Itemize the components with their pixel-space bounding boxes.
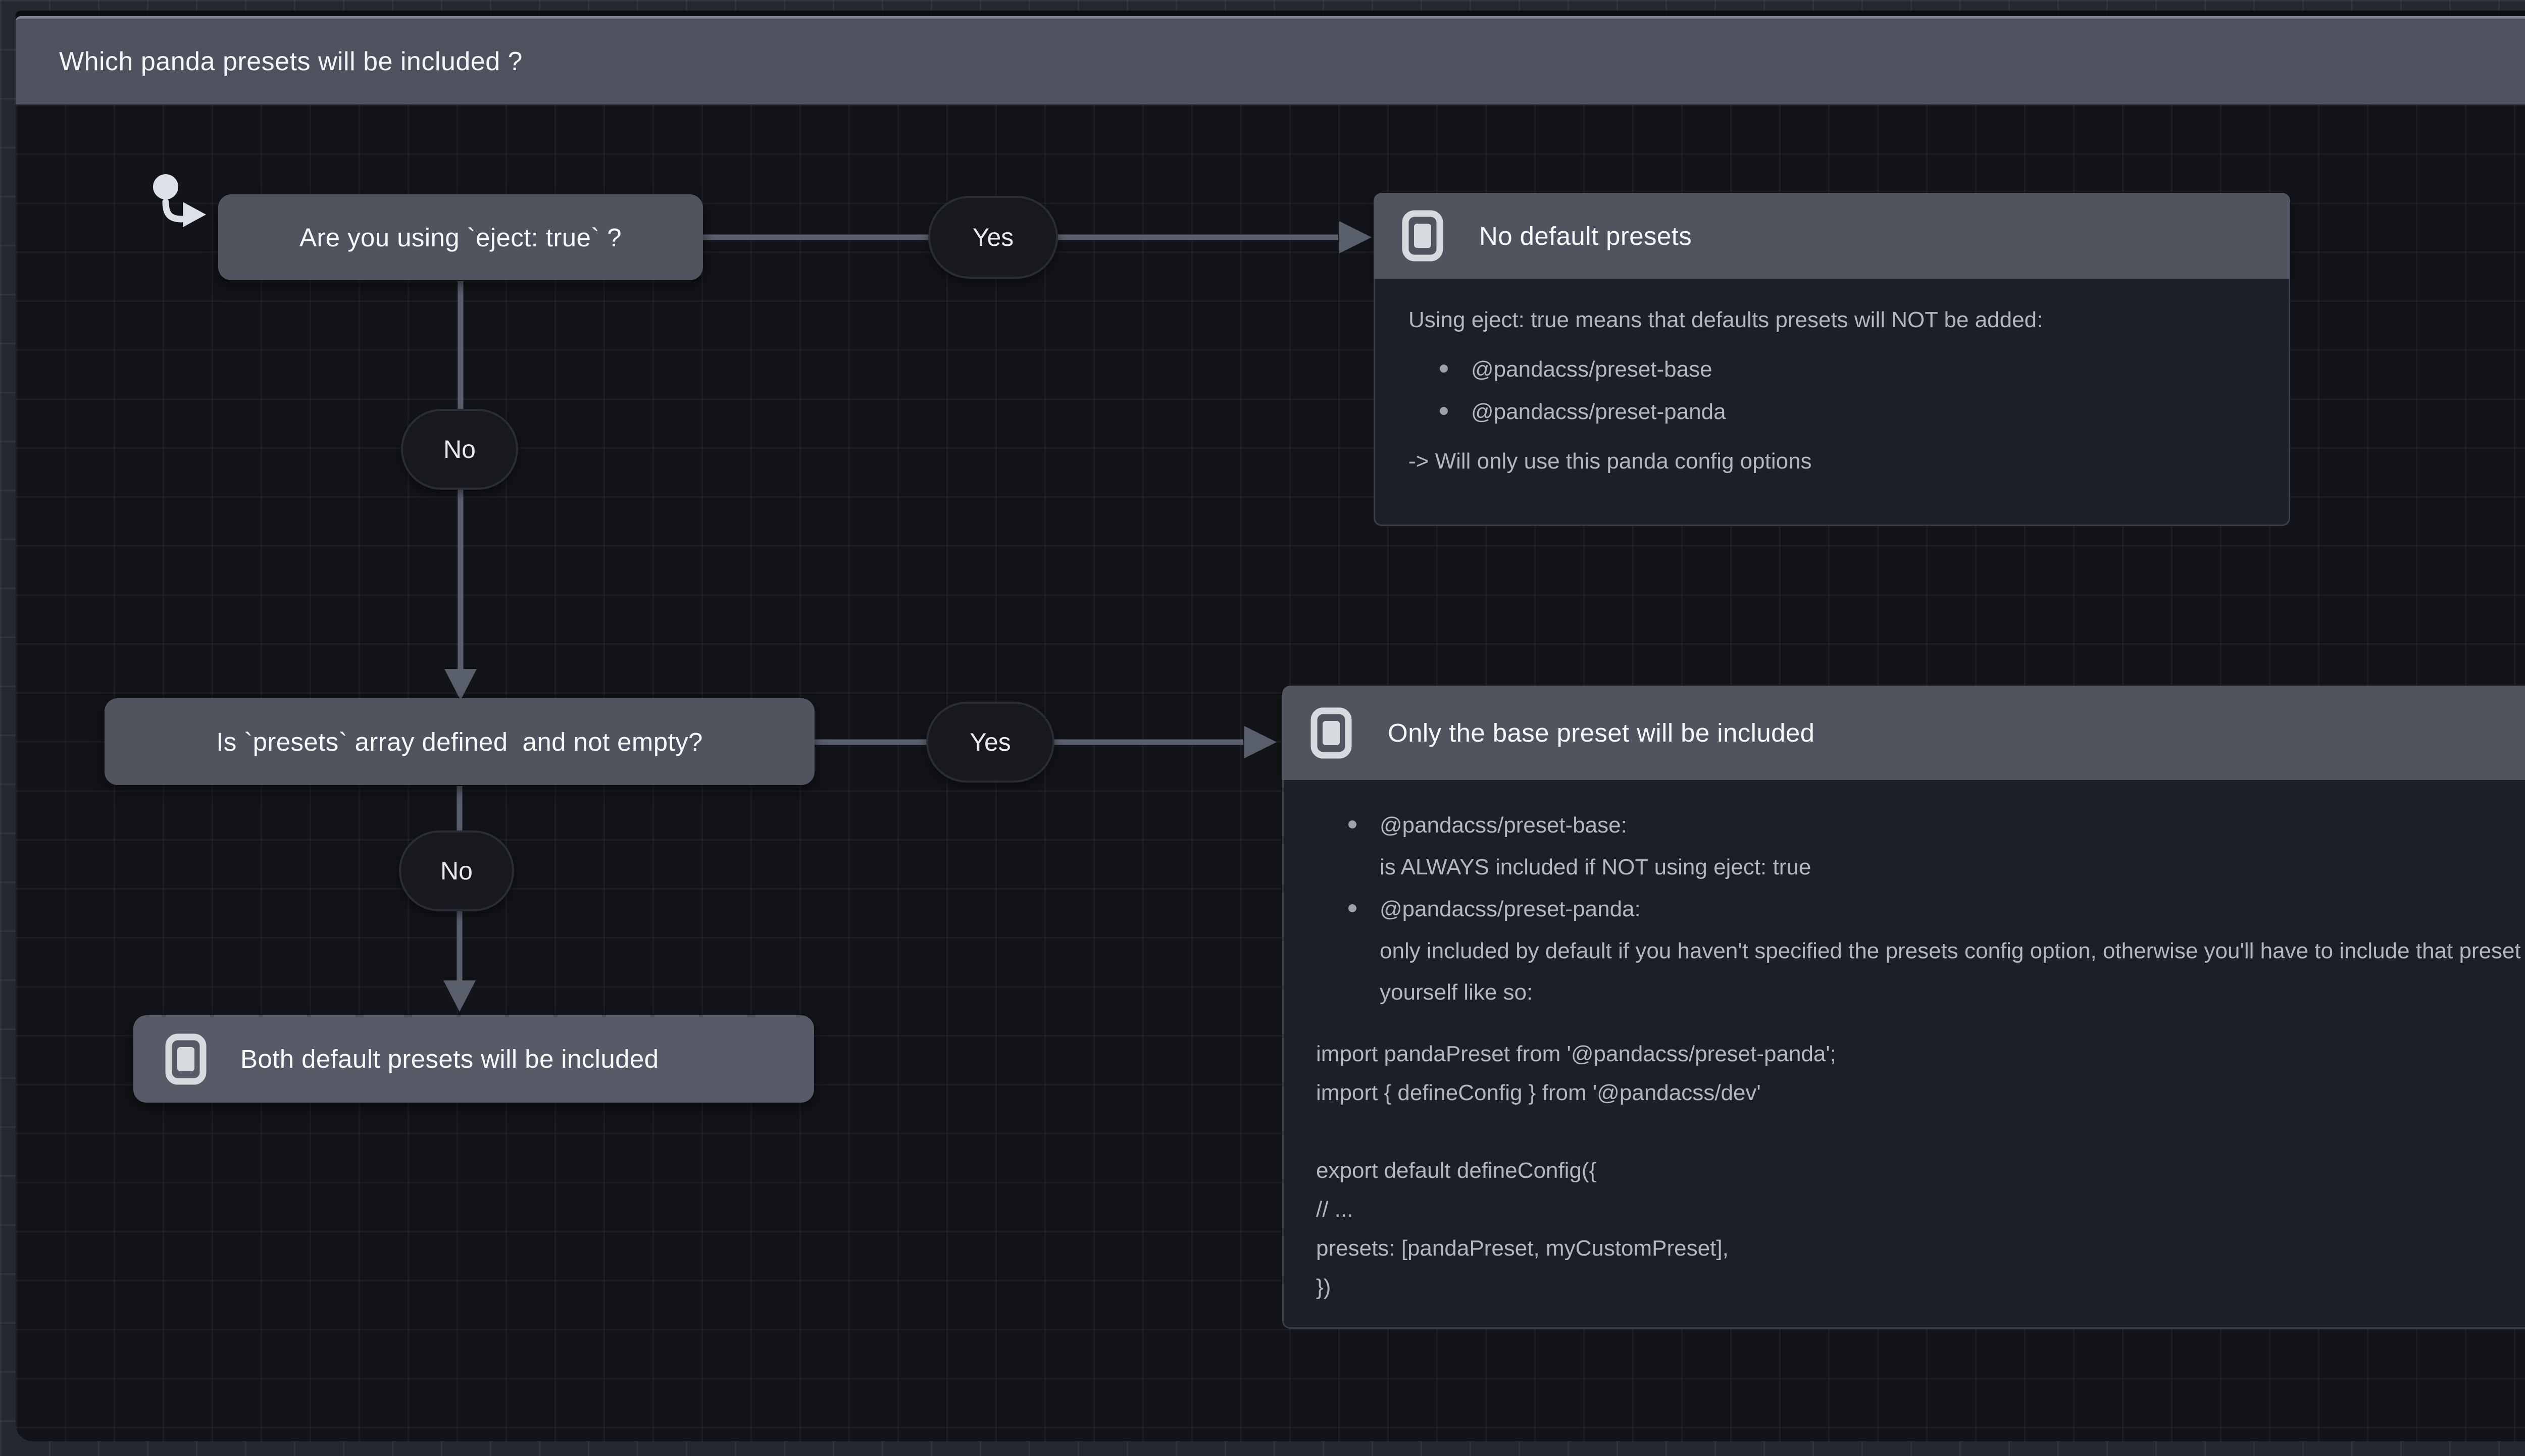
card-header[interactable]: Only the base preset will be included (1282, 686, 2525, 780)
edge-q2-yes-arrowhead (1244, 726, 1277, 758)
list-item: @pandacss/preset-base (1440, 348, 2258, 391)
edge-label-no-1[interactable]: No (401, 409, 518, 490)
frame-square-icon (1402, 210, 1443, 262)
node-question-presets-array[interactable]: Is `presets` array defined and not empty… (105, 698, 815, 785)
edge-label-text: No (443, 435, 476, 463)
code-line: presets: [pandaPreset, myCustomPreset], (1316, 1236, 1729, 1261)
code-line: import { defineConfig } from '@pandacss/… (1316, 1080, 1761, 1105)
code-line: import pandaPreset from '@pandacss/prese… (1316, 1042, 1837, 1066)
node-both-presets-included[interactable]: Both default presets will be included (133, 1015, 814, 1103)
code-line: export default defineConfig({ (1316, 1158, 1597, 1183)
card-intro-text: Using eject: true means that defaults pr… (1408, 307, 2043, 332)
node-question-eject-true[interactable]: Are you using `eject: true` ? (218, 194, 703, 280)
card-no-default-presets[interactable]: No default presets Using eject: true mea… (1374, 193, 2290, 526)
edge-label-text: Yes (972, 223, 1014, 251)
edge-q1-no-arrowhead (444, 669, 477, 700)
card-title: Only the base preset will be included (1388, 718, 1815, 747)
code-line: }) (1316, 1275, 1331, 1299)
edge-label-text: Yes (970, 728, 1011, 756)
node-label: Are you using `eject: true` ? (299, 223, 622, 252)
card-header[interactable]: No default presets (1374, 193, 2290, 279)
node-label: Is `presets` array defined and not empty… (216, 727, 703, 756)
card-base-preset-only[interactable]: Only the base preset will be included @p… (1282, 686, 2525, 1329)
list-item: @pandacss/preset-panda: only included by… (1348, 888, 2525, 1013)
edge-q2-no-arrowhead (443, 980, 476, 1012)
card-outro-text: -> Will only use this panda config optio… (1408, 449, 1812, 474)
list-item: @pandacss/preset-base: is ALWAYS include… (1348, 804, 2525, 888)
page-title: Which panda presets will be included ? (59, 47, 523, 76)
frame-square-icon (1310, 707, 1352, 758)
frame-square-icon (165, 1033, 207, 1084)
preset-list: @pandacss/preset-base @pandacss/preset-p… (1440, 348, 2258, 433)
code-line: // ... (1316, 1197, 1353, 1222)
card-body: @pandacss/preset-base: is ALWAYS include… (1282, 780, 2525, 1329)
preset-detail-list: @pandacss/preset-base: is ALWAYS include… (1348, 804, 2525, 1013)
diagram-title-bar: Which panda presets will be included ? (16, 16, 2525, 105)
cursor-arrow-icon (153, 174, 206, 227)
edge-label-yes-1[interactable]: Yes (928, 196, 1058, 279)
card-body: Using eject: true means that defaults pr… (1374, 279, 2290, 526)
edge-q1-yes-arrowhead (1339, 221, 1372, 253)
code-snippet: import pandaPreset from '@pandacss/prese… (1316, 1034, 2525, 1307)
edge-label-text: No (440, 857, 473, 885)
edge-label-no-2[interactable]: No (399, 830, 514, 911)
code-line (1316, 1112, 2525, 1151)
card-title: No default presets (1479, 221, 1692, 250)
node-label: Both default presets will be included (240, 1045, 659, 1073)
list-item: @pandacss/preset-panda (1440, 391, 2258, 433)
edge-label-yes-2[interactable]: Yes (926, 702, 1054, 783)
